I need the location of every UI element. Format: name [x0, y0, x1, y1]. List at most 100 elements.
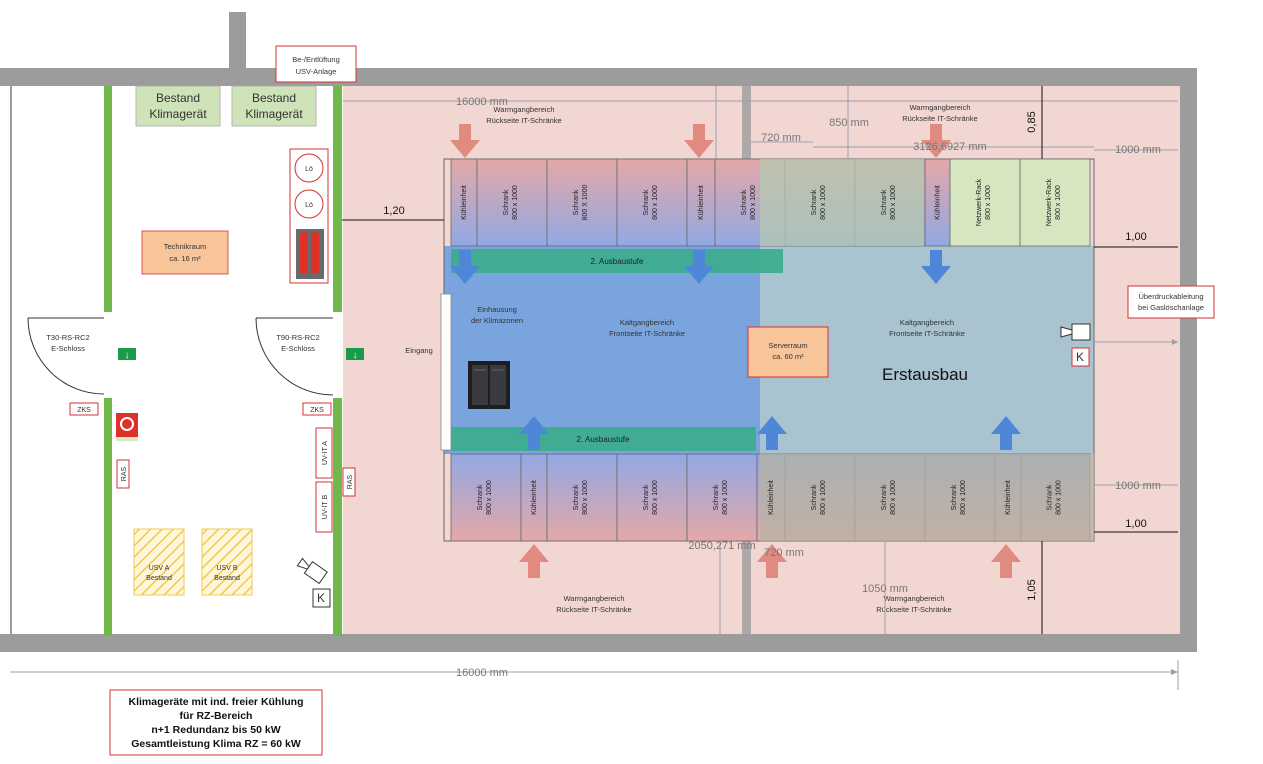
usv-a-l2: Bestand: [146, 575, 172, 582]
top-rack-labels: Kühleinheit Schrank 800 x 1000 Schrank 800 X…: [461, 178, 1062, 226]
door-right-l1: T90-RS-RC2: [276, 333, 319, 342]
dim-100-top: 1,00: [1125, 231, 1146, 243]
serverraum-l2: ca. 60 m²: [772, 352, 804, 361]
loesch-label-2: Lö: [305, 202, 313, 209]
ventilation-box: [275, 45, 357, 83]
bestand-klima-box-2: [231, 85, 317, 127]
bottom-rack-label-4-type: Schrank: [713, 484, 720, 510]
svg-text:↓: ↓: [353, 350, 358, 361]
kaltgang-right-l2: Frontseite IT-Schränke: [889, 329, 965, 338]
top-rack-label-10-size: 800 x 1000: [1055, 185, 1062, 220]
top-rack-schrank-box-3: [616, 158, 688, 247]
top-rack-netzwerk-rack-box-10: [1019, 158, 1091, 247]
bottom-rack-label-6-type: Schrank: [811, 484, 818, 510]
dim-1050: 1050 mm: [862, 583, 908, 595]
bottom-rack-label-0-size: 800 x 1000: [486, 480, 493, 515]
top-rack-k-hleinheit-box-4: [686, 158, 716, 247]
top-rack-schrank-box-1: [476, 158, 548, 247]
green-walls: [104, 86, 342, 636]
bestand-klima-box-1: [135, 85, 221, 127]
ras-label-right: RAS: [347, 474, 354, 489]
uv-it-b-box: [315, 481, 333, 533]
usv-a-box: [133, 528, 185, 596]
k-box-right: [1071, 347, 1090, 367]
door-left-l2: E-Schloss: [51, 344, 85, 353]
kaltgang-left-l2: Frontseite IT-Schränke: [609, 329, 685, 338]
usv-b-box: [201, 528, 253, 596]
ras-box-left: [116, 459, 130, 489]
top-rack-label-8-type: Kühleinheit: [935, 185, 942, 220]
ras-box-right: [342, 467, 356, 497]
door-right: [255, 317, 334, 396]
dim-16000-bottom: 16000 mm: [456, 667, 508, 679]
ueberdruck-arrowhead: [1172, 339, 1178, 345]
kaltgang-left-l1: Kaltgangbereich: [620, 318, 674, 327]
warmgang-bottom-left-l2: Rückseite IT-Schränke: [556, 605, 631, 614]
erstausbau-overlay-top: [760, 159, 924, 246]
bottom-rack-label-8-size: 800 x 1000: [960, 480, 967, 515]
note-l2: für RZ-Bereich: [180, 710, 253, 722]
bottom-rack-label-10-type: Schrank: [1047, 484, 1054, 510]
dim-100-bottom: 1,00: [1125, 518, 1146, 530]
k-label-left: K: [317, 591, 325, 605]
zks-label-left: ZKS: [77, 407, 91, 414]
top-rack-label-4-type: Kühleinheit: [698, 185, 705, 220]
gas-extinguisher-image: [296, 229, 324, 279]
dimension-lines: [10, 86, 1179, 690]
dim-720-bottom: 720 mm: [764, 547, 804, 559]
bottom-rack-k-hleinheit-box-1: [520, 453, 548, 542]
loesch-circle-1: [294, 153, 324, 183]
bottom-rack-label-7-size: 800 x 1000: [890, 480, 897, 515]
top-rack-label-7-type: Schrank: [881, 189, 888, 215]
erstausbau-overlay-bottom: [760, 454, 1094, 541]
bestand-klima-1-l1: Bestand: [156, 91, 200, 105]
note-l4: Gesamtleistung Klima RZ = 60 kW: [131, 738, 301, 750]
door-left: [27, 317, 105, 395]
dim-105: 1,05: [1026, 579, 1038, 600]
bottom-rack-label-4-size: 800 x 1000: [722, 480, 729, 515]
top-rack-label-10-type: Netzwerk-Rack: [1046, 178, 1053, 226]
top-rack-label-2-size: 800 X 1000: [582, 184, 589, 220]
bottom-rack-label-6-size: 800 x 1000: [820, 480, 827, 515]
bottom-rack-label-8-type: Schrank: [951, 484, 958, 510]
bottom-rack-schrank-box-4: [686, 453, 758, 542]
uv-it-b-label: UV-IT B: [322, 494, 329, 519]
dim-1000-bottom: 1000 mm: [1115, 480, 1161, 492]
camera-icon-right: [1060, 323, 1091, 341]
note-l3: n+1 Redundanz bis 50 kW: [151, 724, 280, 736]
usv-a-l1: USV A: [149, 565, 170, 572]
top-rack-label-3-size: 800 x 1000: [652, 185, 659, 220]
ausbaustufe-bar-top: [451, 249, 783, 273]
top-rack-schrank-box-2: [546, 158, 618, 247]
top-rack-label-9-type: Netzwerk-Rack: [976, 178, 983, 226]
bottom-rack-label-10-size: 800 x 1000: [1056, 480, 1063, 515]
top-rack-label-9-size: 800 x 1000: [985, 185, 992, 220]
bestand-klima-2-l2: Klimagerät: [245, 107, 303, 121]
bottom-rack-label-0-type: Schrank: [477, 484, 484, 510]
rack-enclosure-image: [468, 361, 510, 409]
top-rack-label-5-type: Schrank: [741, 189, 748, 215]
usv-b-l2: Bestand: [214, 575, 240, 582]
cold-aisle-left: [444, 246, 760, 454]
bottom-rack-schrank-box-3: [616, 453, 688, 542]
bestand-klima-1-l2: Klimagerät: [149, 107, 207, 121]
einhausung-l1: Einhausung: [477, 305, 517, 314]
dim-16000-top: 16000 mm: [456, 96, 508, 108]
uv-it-a-box: [315, 427, 333, 479]
top-rack-netzwerk-rack-box-9: [949, 158, 1021, 247]
dim-120: 1,20: [383, 205, 404, 217]
top-rack-label-0-type: Kühleinheit: [461, 185, 468, 220]
svg-text:↓: ↓: [125, 350, 130, 361]
door-left-l1: T30-RS-RC2: [46, 333, 89, 342]
technikraum-l2: ca. 16 m²: [169, 254, 201, 263]
zks-label-right: ZKS: [310, 407, 324, 414]
top-rack-k-hleinheit-box-8: [924, 158, 951, 247]
warmgang-top-right-l2: Rückseite IT-Schränke: [902, 114, 977, 123]
exit-sign-icon-left: ↓: [118, 348, 136, 361]
ueberdruck-l2: bei Gaslöschanlage: [1138, 303, 1204, 312]
k-box-left: [312, 588, 331, 608]
bottom-rack-label-7-type: Schrank: [881, 484, 888, 510]
serverraum-box: [747, 326, 829, 378]
ausbaustufe-bar-bottom: [451, 427, 756, 451]
